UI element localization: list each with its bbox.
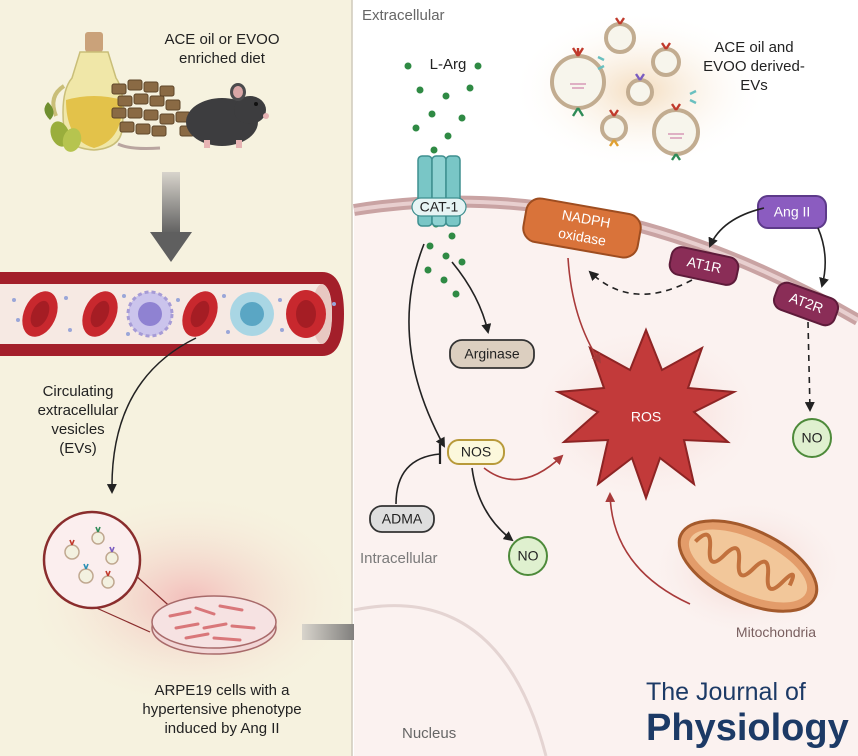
no-bottom-label: NO (518, 548, 539, 564)
blood-to-dish-arrow (106, 337, 197, 494)
olive-oil-bottle-icon (51, 32, 124, 151)
adma-box (369, 505, 435, 533)
evs-label-line3: vesicles (51, 421, 104, 438)
diet-pellets-icon (111, 79, 195, 137)
no-right-circle (792, 418, 832, 458)
mitochondria-icon (677, 519, 819, 613)
l-arg-label: L-Arg (430, 56, 467, 73)
ang2-box (757, 195, 827, 229)
ang2-label: Ang II (774, 204, 811, 220)
at1r-receptor (668, 246, 740, 286)
evs-label-line2: extracellular (38, 402, 119, 419)
at1r-label: AT1R (686, 253, 723, 276)
white-blood-cell-icon (126, 290, 274, 338)
intracellular-label: Intracellular (360, 550, 438, 567)
nadph-oxidase (522, 197, 642, 259)
nucleus-label: Nucleus (402, 725, 456, 742)
adma-label: ADMA (382, 511, 423, 527)
nos-box (447, 439, 505, 465)
cat1-label: CAT-1 (420, 199, 459, 215)
cells-label-line2: hypertensive phenotype (142, 701, 301, 718)
evs-label-line1: Circulating (43, 383, 114, 400)
at2r-receptor (772, 281, 840, 327)
derived-evs-label-line2: EVOO derived- (703, 58, 805, 75)
petri-dish-icon (151, 595, 277, 655)
red-blood-cell-icon (22, 290, 326, 338)
derived-evs-label-line1: ACE oil and (714, 39, 793, 56)
evs-label-line4: (EVs) (59, 440, 97, 457)
extracellular-label: Extracellular (362, 7, 445, 24)
journal-title-line2: Physiology (646, 707, 849, 749)
no-bottom-circle (508, 536, 548, 576)
l-arg-molecules (404, 62, 482, 298)
arginase-label: Arginase (464, 346, 519, 362)
nos-label: NOS (461, 444, 491, 460)
mouse-icon (117, 83, 269, 150)
derived-evs-label-line3: EVs (740, 77, 768, 94)
no-right-label: NO (802, 430, 823, 446)
arginase-box (449, 339, 535, 369)
ev-zoom-circle (42, 510, 177, 633)
journal-title-line1: The Journal of (646, 678, 806, 706)
mitochondria-label: Mitochondria (736, 624, 816, 640)
cells-label-line3: induced by Ang II (164, 720, 279, 737)
pathway-arrows (395, 207, 829, 605)
diet-label-line1: ACE oil or EVOO (164, 31, 279, 48)
cat1-transporter (411, 155, 467, 227)
derived-evs-icon (550, 17, 700, 161)
olives-icon (44, 102, 82, 152)
ros-burst-icon (554, 327, 738, 502)
ros-label: ROS (631, 409, 661, 425)
circulating-ev-dots (12, 294, 336, 336)
diet-label-line2: enriched diet (179, 50, 266, 67)
cells-label-line1: ARPE19 cells with a (154, 682, 290, 699)
nucleus-boundary (353, 604, 548, 756)
diet-to-blood-arrow (150, 172, 192, 262)
